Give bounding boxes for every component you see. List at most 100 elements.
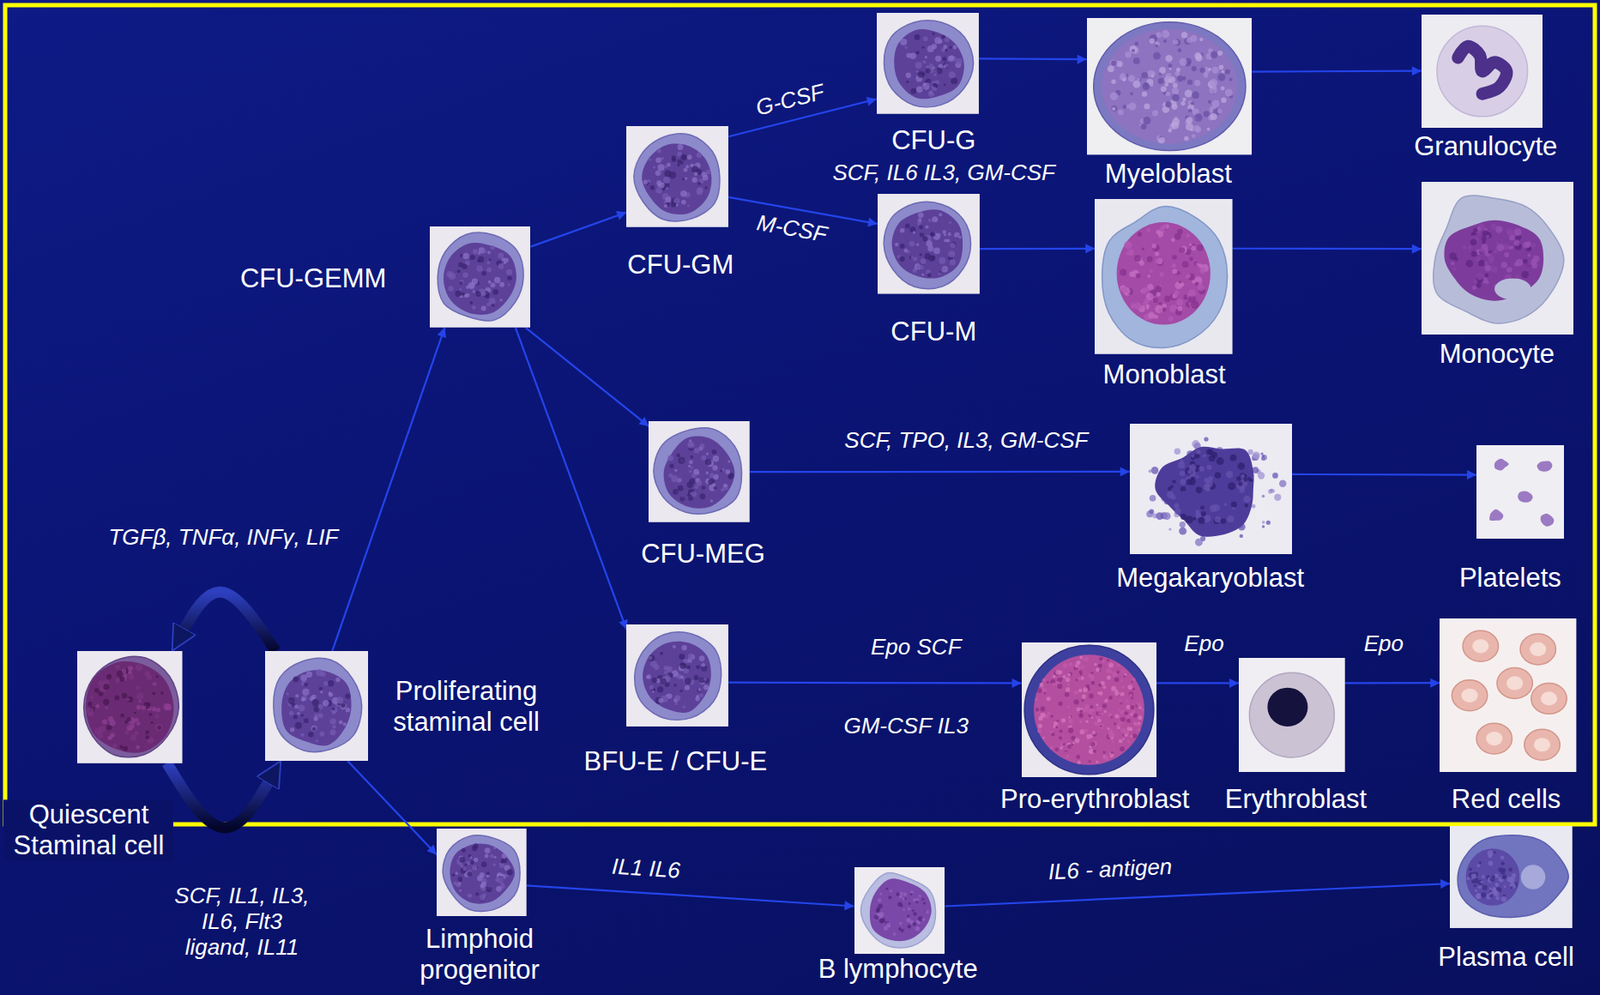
chromatin-dot: [1147, 274, 1152, 278]
chromatin-dot: [1131, 48, 1136, 53]
chromatin-dot: [680, 689, 683, 693]
chromatin-dot: [647, 179, 652, 183]
chromatin-dot: [1494, 883, 1499, 888]
chromatin-dot: [937, 271, 942, 276]
chromatin-dot: [1496, 243, 1504, 252]
chromatin-dot: [1191, 134, 1196, 139]
chromatin-dot: [1131, 677, 1136, 683]
chromatin-dot: [1165, 101, 1172, 109]
chromatin-dot: [941, 48, 945, 53]
chromatin-dot: [1068, 728, 1074, 734]
chromatin-dot: [907, 902, 911, 906]
chromatin-dot: [463, 867, 467, 871]
chromatin-dot: [690, 163, 695, 168]
cell-picture: [1421, 181, 1574, 335]
chromatin-dot: [648, 158, 652, 162]
chromatin-dot: [486, 886, 493, 893]
chromatin-dot: [1473, 227, 1478, 232]
chromatin-dot: [1190, 454, 1194, 458]
chromatin-dot: [1135, 272, 1142, 278]
chromatin-dot: [892, 932, 896, 936]
chromatin-dot: [912, 911, 917, 916]
chromatin-dot: [458, 876, 463, 882]
picture-ground: [1421, 14, 1544, 128]
chromatin-dot: [465, 293, 471, 298]
chromatin-dot: [90, 695, 94, 700]
chromatin-dot: [1161, 223, 1168, 230]
chromatin-dot: [1080, 694, 1086, 700]
chromatin-dot: [1109, 670, 1113, 675]
chromatin-dot: [1137, 231, 1143, 237]
chromatin-dot: [1185, 117, 1193, 125]
chromatin-dot: [944, 63, 949, 68]
chromatin-dot: [703, 684, 709, 690]
chromatin-dot: [1078, 688, 1082, 693]
chromatin-dot: [487, 251, 491, 255]
chromatin-dot: [652, 690, 655, 694]
chromatin-dot: [1119, 702, 1123, 706]
chromatin-dot: [938, 212, 942, 217]
chromatin-dot: [105, 706, 109, 710]
chromatin-dot: [1177, 229, 1183, 235]
chromatin-dot: [1225, 69, 1231, 75]
chromatin-dot: [706, 169, 712, 176]
chromatin-dot: [705, 187, 708, 190]
chromatin-dot: [1054, 748, 1058, 752]
chromatin-dot: [1102, 686, 1106, 690]
red-cell-center: [1461, 688, 1479, 702]
cycle-arrow: [179, 591, 276, 652]
chromatin-dot: [1131, 305, 1136, 309]
cytoplasm: [653, 428, 743, 514]
chromatin-dot: [1132, 734, 1137, 739]
chromatin-dot: [1215, 457, 1224, 465]
chromatin-dot: [298, 704, 306, 712]
chromatin-dot: [1079, 730, 1085, 736]
chromatin-dot: [1470, 238, 1478, 246]
chromatin-dot: [648, 654, 656, 662]
chromatin-dot: [911, 909, 914, 912]
chromatin-dot: [1091, 730, 1095, 735]
chromatin-dot: [685, 165, 689, 170]
chromatin-dot: [1199, 67, 1206, 74]
chromatin-dot: [500, 859, 505, 864]
chromatin-dot: [710, 499, 713, 502]
chromatin-dot: [464, 863, 468, 866]
chromatin-dot: [1123, 676, 1126, 679]
chromatin-dot: [489, 853, 495, 858]
chromatin-dot: [1199, 37, 1203, 42]
chromatin-dot: [704, 677, 708, 682]
chromatin-dot: [1101, 659, 1105, 664]
chromatin-dot: [1261, 520, 1266, 525]
chromatin-dot: [1187, 79, 1193, 85]
chromatin-dot: [1134, 721, 1140, 727]
chromatin-dot: [688, 495, 695, 502]
chromatin-dot: [728, 474, 734, 480]
chromatin-dot: [924, 910, 929, 914]
chromatin-dot: [1260, 452, 1263, 455]
chromatin-dot: [1178, 280, 1182, 284]
chromatin-dot: [1068, 718, 1073, 724]
chromatin-dot: [1038, 682, 1044, 688]
chromatin-dot: [875, 912, 880, 917]
chromatin-dot: [1117, 709, 1121, 713]
chromatin-dot: [138, 700, 142, 703]
chromatin-dot: [315, 669, 323, 677]
chromatin-dot: [134, 730, 139, 736]
chromatin-dot: [946, 238, 950, 242]
chromatin-dot: [1467, 877, 1471, 882]
chromatin-dot: [1076, 760, 1081, 765]
chromatin-dot: [295, 694, 299, 698]
chromatin-dot: [1121, 670, 1125, 674]
chromatin-dot: [459, 295, 463, 298]
chromatin-dot: [296, 712, 301, 716]
arrow-connector: [525, 327, 650, 427]
chromatin-dot: [1064, 692, 1069, 697]
chromatin-dot: [1095, 704, 1099, 707]
chromatin-dot: [1098, 691, 1103, 696]
chromatin-dot: [1477, 226, 1482, 231]
cell-label: Megakaryoblast: [1116, 563, 1305, 595]
chromatin-dot: [1110, 751, 1113, 755]
chromatin-dot: [151, 706, 157, 712]
nucleus: [1116, 222, 1211, 325]
